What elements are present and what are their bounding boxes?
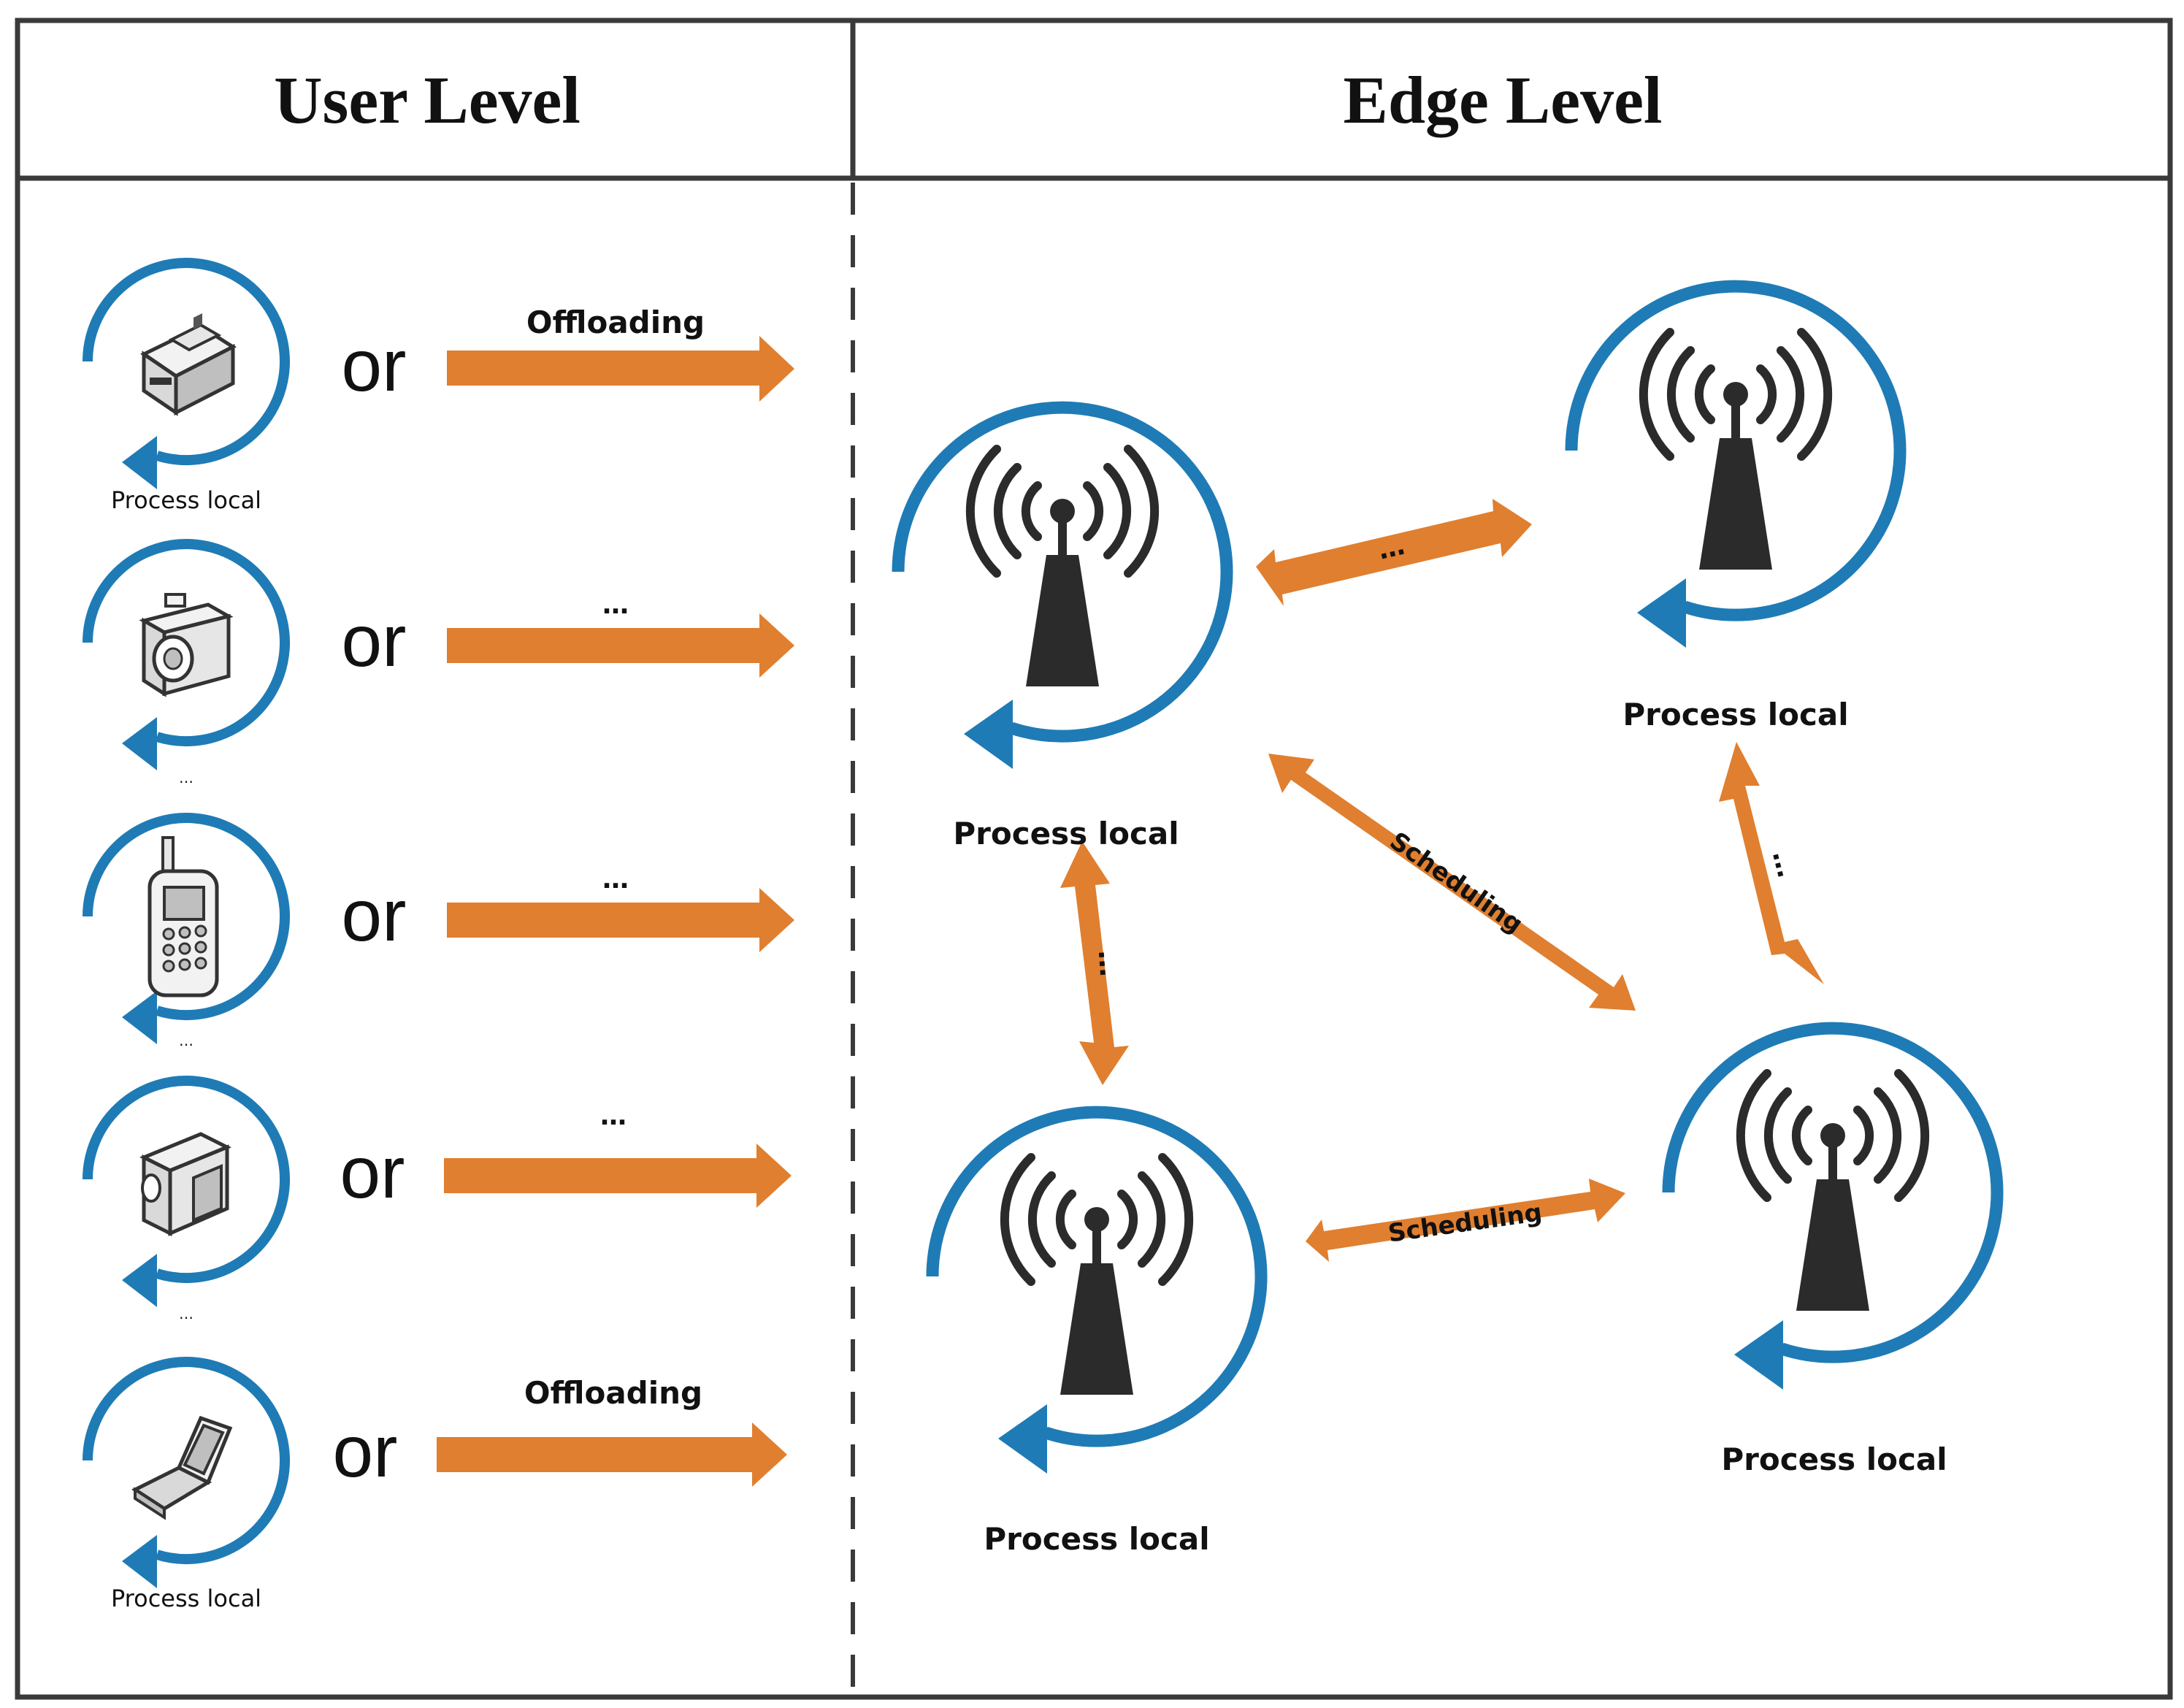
- offload-arrow: [447, 888, 794, 952]
- edge-link-top: …: [1256, 499, 1532, 606]
- node-caption: Process local: [953, 816, 1179, 851]
- node-caption: Process local: [1622, 697, 1848, 732]
- link-label: Scheduling: [1384, 827, 1528, 940]
- link-label: Scheduling: [1387, 1198, 1544, 1249]
- link-label: …: [1092, 949, 1124, 978]
- device-caption: …: [179, 1032, 194, 1049]
- offload-arrow: [447, 613, 794, 678]
- edge-node-top-right: Process local: [1571, 286, 1900, 732]
- flip-phone-icon: [131, 1415, 233, 1520]
- camera-icon: [139, 593, 234, 697]
- printer-icon: [140, 313, 237, 416]
- or-label: or: [342, 875, 407, 957]
- link-label: …: [1375, 531, 1407, 566]
- device-row-cellphone: or … …: [88, 818, 794, 1049]
- cellphone-icon: [147, 836, 219, 997]
- ellipsis-label: …: [600, 1101, 627, 1131]
- video-camera-icon: [139, 1132, 232, 1237]
- offload-arrow: [437, 1422, 787, 1487]
- antenna-tower-icon: [970, 449, 1154, 686]
- antenna-tower-icon: [1005, 1157, 1189, 1395]
- antenna-tower-icon: [1741, 1073, 1925, 1311]
- edge-node-top-left: Process local: [898, 407, 1227, 851]
- edge-link-right-vertical: …: [1719, 742, 1824, 984]
- or-label: or: [342, 600, 407, 682]
- edge-level-header: Edge Level: [1344, 63, 1663, 137]
- user-level-header: User Level: [274, 63, 581, 137]
- or-label: or: [340, 1132, 405, 1214]
- device-caption: Process local: [111, 1585, 261, 1612]
- outer-frame: [15, 18, 2173, 1700]
- offload-arrow: [444, 1144, 792, 1208]
- antenna-tower-icon: [1644, 332, 1828, 570]
- edge-link-bottom: Scheduling: [1306, 1179, 1625, 1262]
- or-label: or: [333, 1411, 398, 1493]
- device-row-printer: or Offloading Process local: [88, 263, 794, 514]
- edge-link-left-vertical: …: [1060, 841, 1129, 1085]
- ellipsis-label: …: [602, 590, 629, 620]
- device-row-flip-phone: or Offloading Process local: [88, 1362, 787, 1612]
- edge-link-diagonal: Scheduling: [1268, 754, 1636, 1011]
- offloading-label: Offloading: [526, 305, 705, 340]
- device-caption: …: [179, 1305, 194, 1322]
- device-caption: Process local: [111, 486, 261, 514]
- offload-arrow: [447, 336, 794, 402]
- ellipsis-label: …: [602, 865, 629, 895]
- edge-node-bottom-right: Process local: [1668, 1028, 1997, 1477]
- device-caption: …: [179, 769, 194, 786]
- offloading-label: Offloading: [524, 1375, 702, 1411]
- edge-node-bottom-left: Process local: [932, 1112, 1261, 1557]
- link-label: …: [1766, 848, 1801, 881]
- node-caption: Process local: [984, 1521, 1209, 1557]
- node-caption: Process local: [1721, 1441, 1947, 1477]
- device-row-camera: or … …: [88, 544, 794, 786]
- or-label: or: [342, 325, 407, 407]
- device-row-video-camera: or … …: [88, 1081, 792, 1322]
